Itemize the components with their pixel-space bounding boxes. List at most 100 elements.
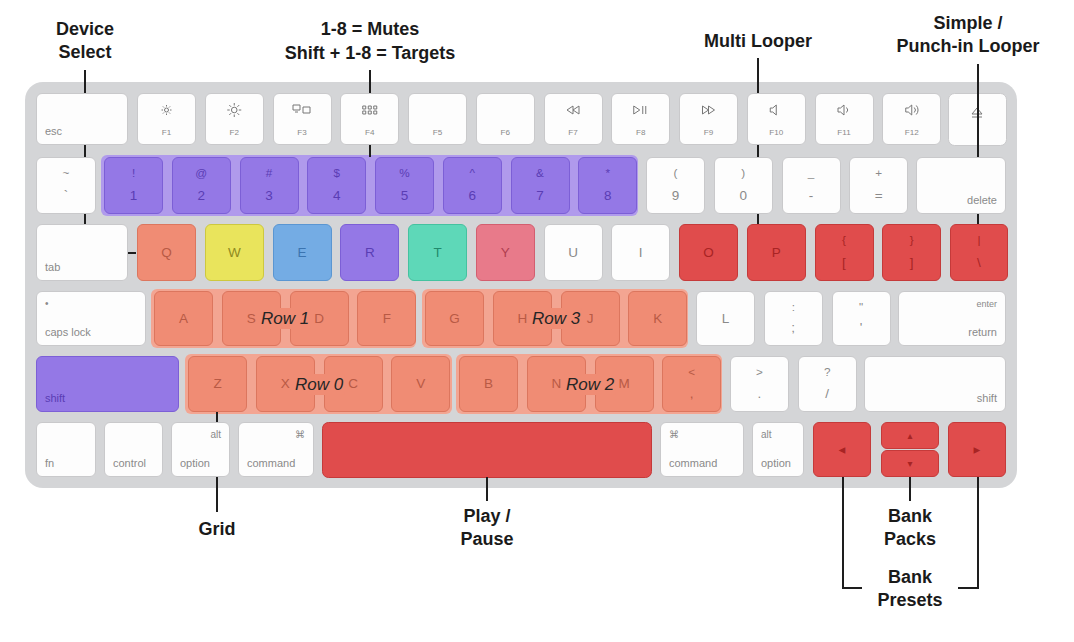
- key-legend: W: [206, 245, 263, 260]
- function-key-icon: [634, 106, 646, 114]
- keycap: F12: [882, 93, 941, 145]
- grid-band: [185, 354, 452, 414]
- keycap: enter return: [898, 291, 1006, 346]
- keycap: F8: [611, 93, 670, 145]
- function-key-icon: [567, 106, 579, 114]
- callout-label: Bank Packs: [884, 505, 936, 551]
- key-legend: caps lock: [45, 326, 91, 338]
- key-legend: tab: [45, 261, 60, 273]
- function-key-icon: [838, 105, 848, 115]
- keycap: altoption: [171, 422, 230, 477]
- callout-label: Simple / Punch-in Looper: [897, 12, 1040, 58]
- keycap: F7: [544, 93, 603, 145]
- space-bar: [323, 423, 652, 478]
- key-legend: T: [409, 245, 466, 260]
- row-label: Row 3: [530, 308, 582, 329]
- key-legend: 3: [241, 189, 298, 204]
- key-legend: F11: [816, 129, 873, 138]
- key-legend: alt: [210, 429, 221, 440]
- key-legend: enter: [976, 300, 997, 310]
- keycap: shift: [864, 356, 1006, 412]
- keycap: delete: [916, 157, 1006, 214]
- keycap: F5: [408, 93, 467, 145]
- key-legend: command: [669, 457, 717, 469]
- keycap: tab: [36, 224, 128, 281]
- callout-label: Bank Presets: [877, 566, 942, 612]
- key-legend: F9: [680, 129, 737, 138]
- key-legend: |: [951, 234, 1007, 247]
- key-legend: 5: [376, 189, 433, 204]
- key-legend: E: [274, 245, 331, 260]
- keycap: <,: [662, 356, 721, 412]
- key-legend: .: [731, 387, 788, 402]
- leader-line: [909, 477, 911, 501]
- keycap: "': [832, 291, 891, 346]
- key-legend: ,: [663, 387, 720, 402]
- keycap: +=: [849, 157, 908, 214]
- key-legend: R: [341, 245, 398, 260]
- key-legend: delete: [967, 194, 997, 206]
- keycap: Y: [476, 224, 535, 281]
- key-legend: F12: [883, 129, 940, 138]
- mutes-band: [101, 155, 638, 216]
- callout-label: Play / Pause: [460, 505, 513, 551]
- keycap: #3: [240, 157, 299, 214]
- callout-label: Device Select: [56, 18, 114, 64]
- keycap: )0: [714, 157, 773, 214]
- keycap: F4: [340, 93, 399, 145]
- key-legend: 6: [444, 189, 501, 204]
- key-legend: %: [376, 167, 433, 180]
- grid-band: [456, 354, 722, 414]
- key-legend: return: [968, 326, 997, 338]
- keycap: ◂: [813, 422, 871, 477]
- key-legend: <: [663, 366, 720, 379]
- leader-lines: [85, 58, 978, 588]
- key-legend: U: [545, 245, 602, 260]
- key-legend: ): [715, 167, 772, 180]
- key-legend: 1: [105, 189, 162, 204]
- keycap: U: [544, 224, 603, 281]
- keycap: Z: [188, 356, 247, 412]
- keycap: A: [154, 291, 213, 346]
- keyboard-body: [25, 82, 1017, 488]
- key-legend: ': [833, 321, 890, 336]
- keycap: $4: [307, 157, 366, 214]
- key-legend: B: [460, 377, 517, 392]
- keycap: R: [340, 224, 399, 281]
- keycap: fn: [36, 422, 96, 477]
- key-legend: fn: [45, 457, 54, 469]
- key-legend: 4: [308, 189, 365, 204]
- keycap: F11: [815, 93, 874, 145]
- key-legend: I: [612, 245, 669, 260]
- keycap: }]: [882, 224, 941, 281]
- key-legend: F4: [341, 129, 398, 138]
- key-legend: /: [799, 387, 856, 402]
- key-legend: ]: [883, 256, 940, 271]
- key-legend: ▴: [882, 430, 938, 441]
- keycap: P: [747, 224, 806, 281]
- keycap: F: [357, 291, 416, 346]
- keycap: :;: [764, 291, 823, 346]
- key-legend: F6: [477, 129, 534, 138]
- bracket-line: [843, 477, 862, 588]
- keycap: ▾: [881, 450, 939, 477]
- keycap: F6: [476, 93, 535, 145]
- callout-label: Multi Looper: [704, 30, 812, 53]
- key-legend: }: [883, 234, 940, 247]
- key-legend: G: [426, 311, 483, 326]
- key-legend: command: [247, 457, 295, 469]
- key-legend: Q: [138, 245, 195, 260]
- key-legend: &: [512, 167, 569, 180]
- row-label: Row 0: [293, 374, 345, 395]
- keycap: T: [408, 224, 467, 281]
- function-key-icon: [906, 105, 918, 115]
- keycap: ?/: [798, 356, 857, 412]
- function-key-icon: [363, 106, 377, 114]
- key-legend: _: [783, 167, 840, 180]
- keycap: I: [611, 224, 670, 281]
- key-legend: shift: [45, 392, 65, 404]
- keycap: L: [696, 291, 755, 346]
- keycap: O: [679, 224, 738, 281]
- function-key-icon: [162, 105, 172, 115]
- keycap: ▸: [948, 422, 1006, 477]
